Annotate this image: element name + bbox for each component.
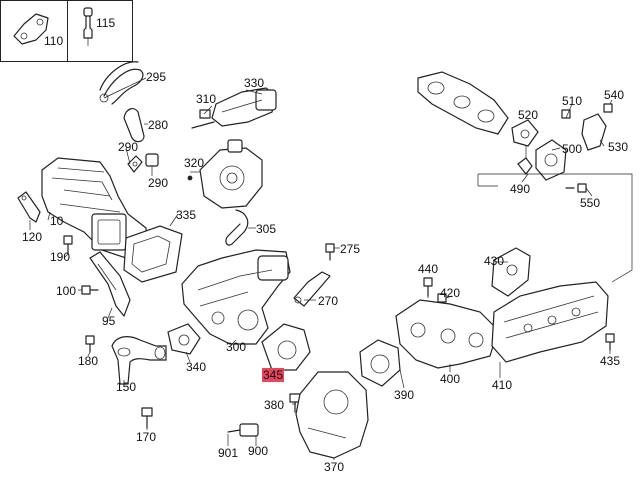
stud-part-420 [437,293,447,303]
callout-330[interactable]: 330 [244,76,265,90]
actuator-part-330 [211,87,277,127]
manifold-part-400 [395,299,499,369]
hose-part-305 [225,209,249,246]
cylinder-head-part-410 [491,281,609,363]
callout-400[interactable]: 400 [440,372,461,386]
callout-310[interactable]: 310 [196,92,217,106]
callout-510[interactable]: 510 [562,94,583,108]
callout-280[interactable]: 280 [148,118,169,132]
callout-380[interactable]: 380 [264,398,285,412]
bracket-part-110 [13,13,49,45]
callout-150[interactable]: 150 [116,380,137,394]
callout-550[interactable]: 550 [580,196,601,210]
callout-95[interactable]: 95 [102,314,116,328]
gasket-part-490 [517,157,533,175]
callout-340[interactable]: 340 [186,360,207,374]
callout-270[interactable]: 270 [318,294,339,308]
callout-410[interactable]: 410 [492,378,513,392]
legend-label-115[interactable]: 115 [96,16,116,30]
bolt-part-100 [81,285,99,295]
callout-290a[interactable]: 290 [118,140,139,154]
callout-530[interactable]: 530 [608,140,629,154]
callout-540[interactable]: 540 [604,88,625,102]
clamp-part-290a [127,155,143,173]
bracket-part-95 [89,251,131,317]
sensor-part-900 [227,423,259,437]
gasket-part-340 [167,323,201,355]
callout-120[interactable]: 120 [22,230,43,244]
callout-500[interactable]: 500 [562,142,583,156]
callout-520[interactable]: 520 [518,108,539,122]
legend-label-110[interactable]: 110 [44,34,64,48]
bolt-part-275 [325,243,335,261]
bolt-part-510 [561,109,571,119]
callout-190[interactable]: 190 [50,250,71,264]
pipe-part-270 [293,271,331,307]
exhaust-manifold-part-540 [417,71,509,135]
callout-345-highlighted[interactable]: 345 [262,368,285,382]
callout-320[interactable]: 320 [184,156,205,170]
callout-390[interactable]: 390 [394,388,415,402]
bracket-part-120 [17,191,41,223]
gasket-part-335 [123,225,183,283]
callout-275[interactable]: 275 [340,242,361,256]
callout-170[interactable]: 170 [136,430,157,444]
gasket-part-390 [359,339,401,387]
hose-part-280 [123,108,145,143]
callout-295[interactable]: 295 [146,70,167,84]
bolt-part-310 [191,109,215,129]
callout-430[interactable]: 430 [484,254,505,268]
callout-100[interactable]: 100 [56,284,77,298]
callout-335[interactable]: 335 [176,208,197,222]
callout-901[interactable]: 901 [218,446,239,460]
callout-290b[interactable]: 290 [148,176,169,190]
heat-shield-part-430 [491,247,531,297]
callout-180[interactable]: 180 [78,354,99,368]
bolt-part-550 [565,183,587,193]
callout-900[interactable]: 900 [248,444,269,458]
callout-305[interactable]: 305 [256,222,277,236]
hose-part-295 [99,61,144,105]
elbow-part-500 [535,139,567,181]
gasket-part-345 [261,323,311,371]
callout-300[interactable]: 300 [226,340,247,354]
legend-cell-110 [0,0,68,62]
bolt-part-180 [85,335,95,353]
callout-10[interactable]: 10 [50,214,64,228]
callout-420[interactable]: 420 [440,286,461,300]
stud-part-440 [423,277,433,297]
gasket-part-520 [511,119,539,147]
callout-440[interactable]: 440 [418,262,439,276]
callout-370[interactable]: 370 [324,460,345,474]
pipe-part-150 [111,336,167,385]
leader-lines [29,77,613,460]
callout-435[interactable]: 435 [600,354,621,368]
bolt-part-190 [63,235,73,255]
bolt-part-435 [605,333,615,351]
nut-part-540 [603,103,613,113]
legend-cell-115 [67,0,133,62]
turbo-housing-part-370 [295,371,369,459]
clamp-part-290b [145,153,159,167]
valve-part-320 [187,139,263,209]
bracket-part-530 [581,113,607,151]
sensor-part-115 [83,7,93,46]
egr-valve-part-300 [181,249,291,345]
bolt-part-170 [141,407,153,429]
callout-490[interactable]: 490 [510,182,531,196]
